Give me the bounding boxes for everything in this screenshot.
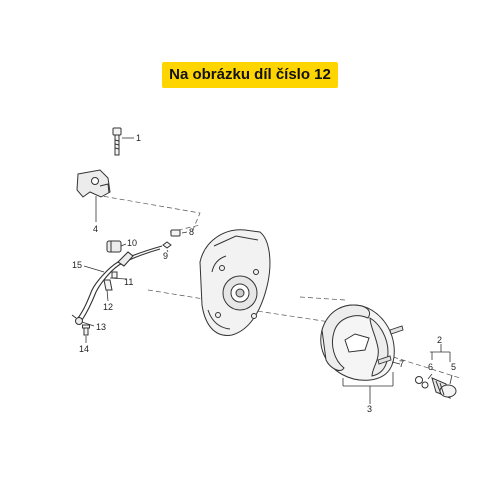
banner-text: Na obrázku díl číslo 12 <box>169 66 331 83</box>
cable-clamp <box>106 240 122 253</box>
callout-7: 7 <box>399 359 404 369</box>
brake-lever-bracket <box>76 169 111 198</box>
callout-11: 11 <box>124 277 133 287</box>
callout-1: 1 <box>136 133 141 143</box>
callout-3: 3 <box>367 404 372 414</box>
part-number-banner: Na obrázku díl číslo 12 <box>162 62 338 88</box>
bolt <box>112 127 122 156</box>
hub-housing <box>199 229 271 336</box>
callout-5: 5 <box>451 362 456 372</box>
assembly-axis-pin <box>169 224 201 233</box>
cable-terminal <box>71 314 83 325</box>
small-pin <box>162 241 172 249</box>
callout-6: 6 <box>428 362 433 372</box>
assembly-axis-shoes <box>299 296 346 301</box>
brake-shoes-kit <box>320 304 395 381</box>
springs <box>377 325 404 365</box>
small-screw <box>82 324 90 336</box>
assembly-axis-bolt <box>95 194 201 233</box>
screw <box>111 271 118 279</box>
pin <box>170 229 181 237</box>
callout-4: 4 <box>93 224 98 234</box>
callout-8: 8 <box>189 227 194 237</box>
callout-15: 15 <box>72 260 82 270</box>
callout-14: 14 <box>79 344 89 354</box>
callout-9: 9 <box>163 251 168 261</box>
callout-10: 10 <box>127 238 137 248</box>
assembly-axis-lower <box>147 289 461 379</box>
brake-cable <box>77 245 163 321</box>
callout-13: 13 <box>96 322 106 332</box>
brake-cam <box>431 377 457 399</box>
clip <box>103 279 113 291</box>
callout-2: 2 <box>437 335 442 345</box>
leader-lines <box>81 137 453 404</box>
callout-labels: 1 2 3 4 5 6 7 8 9 10 11 12 13 14 15 <box>72 133 456 414</box>
washer <box>415 376 429 389</box>
callout-12: 12 <box>103 302 113 312</box>
